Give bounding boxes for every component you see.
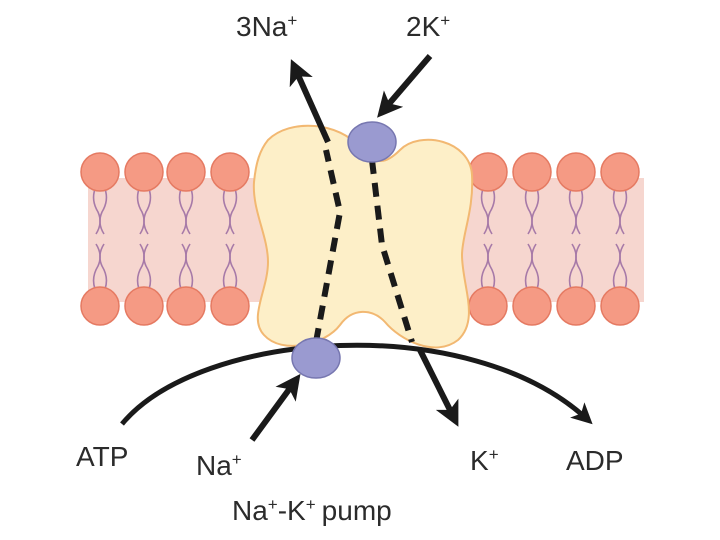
pump-protein: [252, 124, 474, 349]
lipid-head: [166, 286, 206, 326]
lipid-tail: [178, 243, 187, 290]
lipid-head: [556, 286, 596, 326]
lipid-tail: [568, 188, 577, 235]
lipid-tail: [575, 188, 584, 235]
lipid-tails: [92, 188, 628, 290]
lipid-tail: [92, 243, 101, 290]
sodium-bind-arrow: [249, 373, 301, 442]
lipid-tail: [185, 243, 194, 290]
lipid-head: [600, 152, 640, 192]
lipid-tail: [99, 188, 108, 235]
lipid-tail: [531, 188, 540, 235]
lipid-head: [124, 286, 164, 326]
lipid-tail: [92, 188, 101, 235]
lipid-tail: [487, 243, 496, 290]
lipid-tail: [229, 188, 238, 235]
lipid-tail: [185, 188, 194, 235]
lipid-tail: [568, 243, 577, 290]
lipid-tail: [178, 188, 187, 235]
label-3na-plus: 3Na+: [236, 11, 297, 42]
lipid-tail: [136, 243, 145, 290]
label-adp: ADP: [566, 445, 624, 476]
lipid-tail: [229, 243, 238, 290]
lipid-head: [210, 286, 250, 326]
lipid-tail: [222, 188, 231, 235]
lipid-head: [80, 152, 120, 192]
potassium-in-arrow: [377, 54, 433, 118]
label-atp: ATP: [76, 441, 128, 472]
lipid-tail: [480, 188, 489, 235]
lipid-tail: [575, 243, 584, 290]
label-na-plus: Na+: [196, 450, 242, 481]
bilayer-band-right: [458, 178, 644, 302]
lipid-tail: [524, 188, 533, 235]
lipid-tail: [619, 243, 628, 290]
label-2k-plus: 2K+: [406, 11, 450, 42]
lipid-tail: [99, 243, 108, 290]
sodium-out-arrow: [289, 59, 331, 144]
lipid-tail: [612, 243, 621, 290]
lipid-head: [166, 152, 206, 192]
lipid-tail: [480, 243, 489, 290]
lipid-head: [124, 152, 164, 192]
lipid-tail: [612, 188, 621, 235]
lipid-head: [600, 286, 640, 326]
label-k-plus: K+: [470, 445, 499, 476]
lipid-tail: [619, 188, 628, 235]
label-na-k-pump: Na+-K+pump: [232, 495, 392, 526]
lipid-head: [210, 152, 250, 192]
lipid-tail: [136, 188, 145, 235]
potassium-binding-site: [347, 121, 397, 163]
lipid-tail: [143, 188, 152, 235]
bilayer-band-left: [88, 178, 274, 302]
lipid-heads: [80, 152, 640, 326]
potassium-channel-dashed-path: [369, 159, 415, 343]
lipid-tail: [531, 243, 540, 290]
atp-to-adp-arrow: [120, 342, 593, 426]
lipid-head: [556, 152, 596, 192]
lipid-head: [512, 286, 552, 326]
sodium-channel-dashed-path: [313, 149, 344, 343]
lipid-head: [80, 286, 120, 326]
lipid-head: [512, 152, 552, 192]
lipid-tail: [222, 243, 231, 290]
lipid-head: [468, 286, 508, 326]
lipid-tail: [524, 243, 533, 290]
potassium-release-arrow: [417, 348, 459, 427]
lipid-tail: [487, 188, 496, 235]
lipid-tail: [143, 243, 152, 290]
sodium-binding-site: [291, 337, 341, 379]
lipid-head: [468, 152, 508, 192]
